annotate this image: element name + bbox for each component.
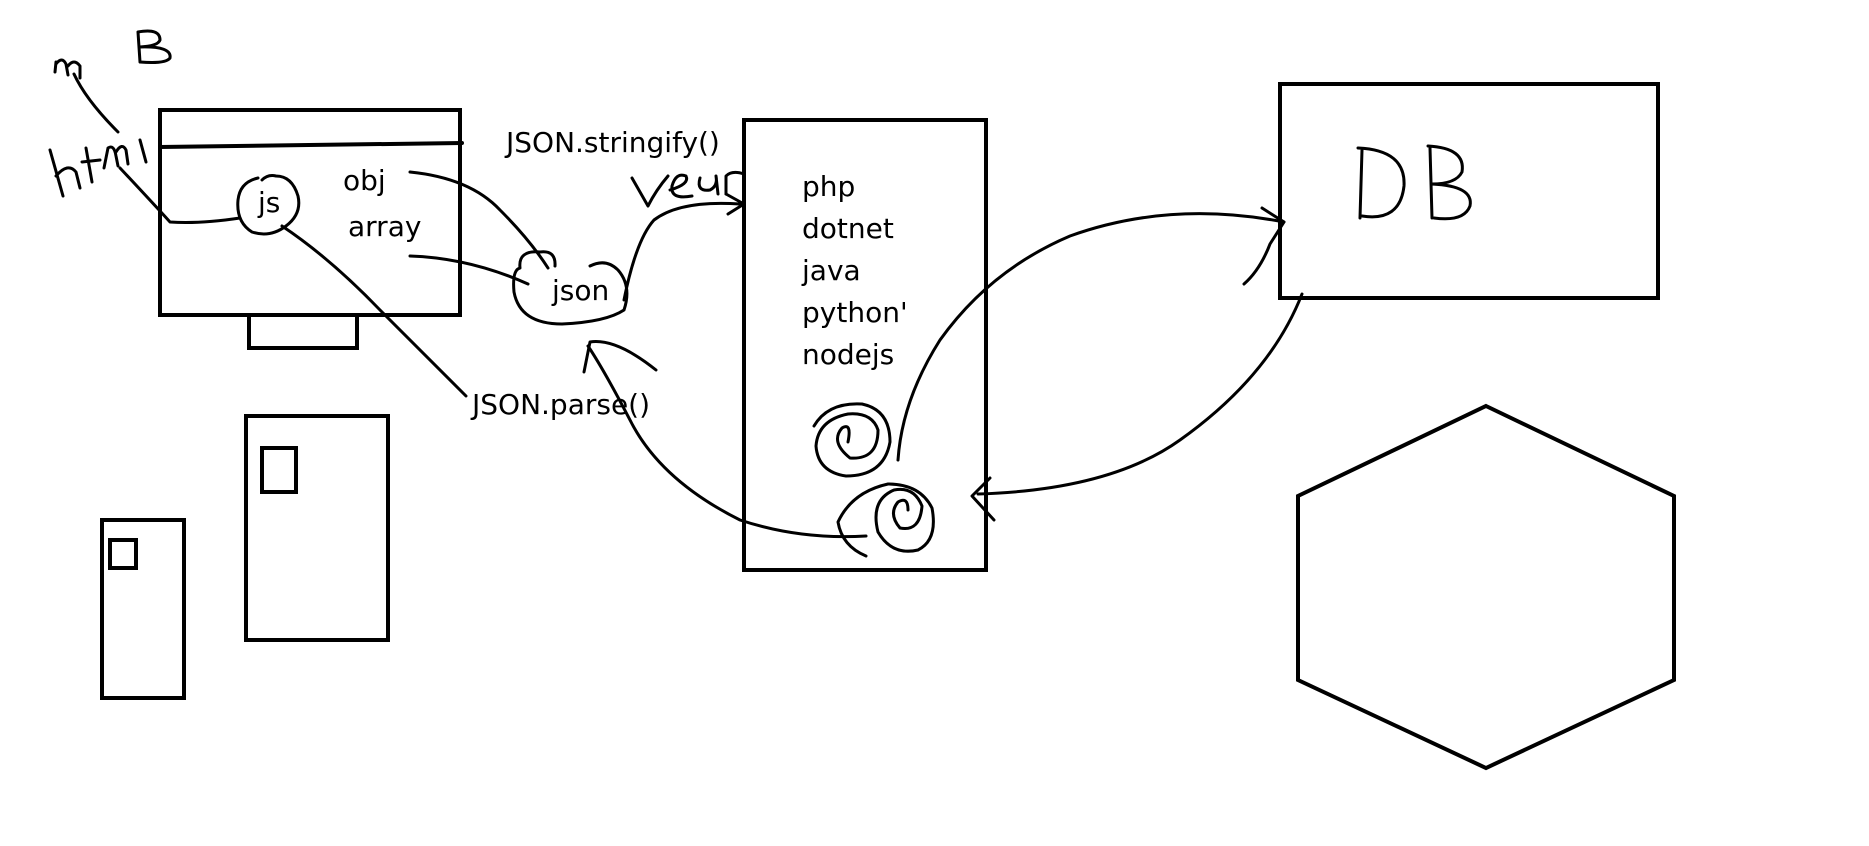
server-to-db-arrow bbox=[896, 212, 1286, 462]
spiral-top bbox=[812, 402, 892, 478]
spiral-bottom bbox=[836, 482, 935, 558]
parse-label: JSON.parse() bbox=[470, 388, 650, 421]
handwritten-req bbox=[630, 170, 746, 208]
parse-to-js-line bbox=[280, 224, 468, 398]
server-to-browser-arrowhead bbox=[582, 340, 658, 374]
handwritten-b bbox=[53, 29, 172, 134]
array-label: array bbox=[348, 210, 421, 243]
obj-label: obj bbox=[343, 164, 386, 197]
db-to-server-arrowhead bbox=[970, 476, 996, 522]
obj-to-json-line bbox=[408, 170, 550, 270]
lang-python: python' bbox=[802, 296, 908, 329]
server-to-db-arrowhead bbox=[1242, 206, 1286, 286]
json-label: json bbox=[551, 274, 609, 307]
server-box bbox=[742, 118, 988, 572]
server-to-browser-arrow bbox=[586, 344, 868, 539]
html-to-js-line bbox=[118, 166, 242, 224]
js-label: js bbox=[257, 186, 280, 219]
handwritten-db bbox=[1356, 144, 1472, 221]
handwritten-html bbox=[48, 138, 148, 198]
json-to-server-arrow bbox=[622, 201, 742, 302]
lang-nodejs: nodejs bbox=[802, 338, 894, 371]
lang-php: php bbox=[802, 170, 855, 203]
hexagon-shape bbox=[1296, 403, 1676, 771]
tablet-device bbox=[244, 414, 390, 642]
stringify-label: JSON.stringify() bbox=[504, 126, 720, 159]
lang-dotnet: dotnet bbox=[802, 212, 894, 245]
js-bubble bbox=[236, 174, 301, 236]
phone-device bbox=[100, 518, 186, 700]
db-to-server-arrow bbox=[976, 292, 1304, 496]
array-to-json-line bbox=[408, 254, 530, 286]
db-box bbox=[1278, 82, 1660, 300]
lang-java: java bbox=[801, 254, 861, 287]
